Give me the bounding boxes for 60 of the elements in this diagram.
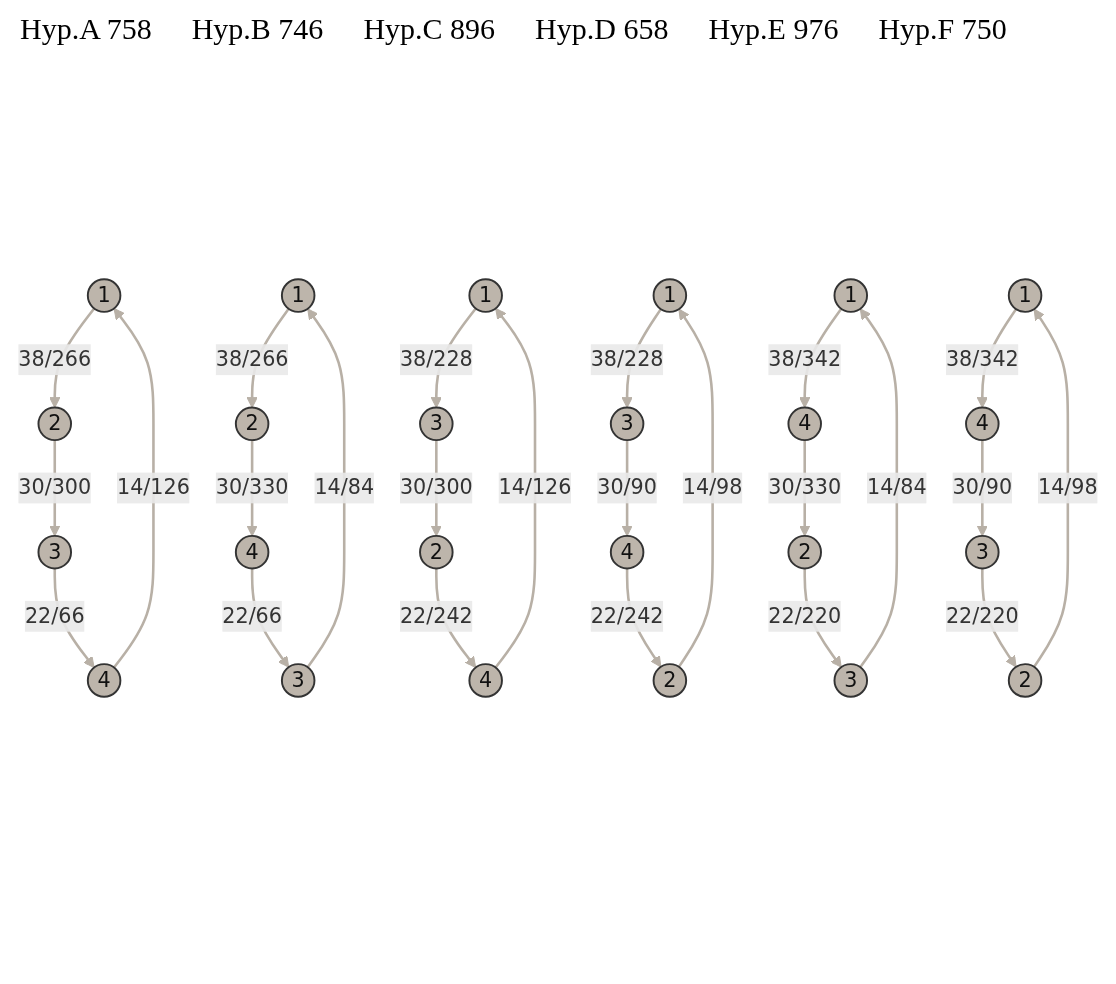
node-circle: 3: [419, 406, 454, 442]
node-circle: 4: [965, 406, 1000, 442]
node-circle: 1: [652, 278, 688, 313]
panel-label: Hyp.D 658: [535, 12, 669, 46]
panel-label: Hyp.B 746: [191, 12, 324, 46]
edge-label: 22/242: [399, 603, 473, 628]
panel-label: Hyp.A 758: [20, 12, 152, 46]
node-circle: 4: [234, 534, 270, 570]
edge-label: 14/98: [1038, 475, 1098, 500]
node-circle: 4: [787, 406, 822, 442]
arrow: [113, 307, 155, 669]
node-circle: 3: [609, 406, 645, 442]
edge-label: 38/342: [768, 346, 842, 372]
panel-label: Hyp.C 896: [363, 12, 496, 46]
edge-label: 14/126: [117, 475, 190, 500]
node-circle: 3: [280, 663, 316, 698]
edge-label: 38/266: [215, 346, 289, 372]
edge-label: 14/98: [682, 475, 743, 500]
node-circle: 2: [419, 534, 454, 570]
edge-label: 30/330: [768, 475, 842, 500]
node-circle: 2: [1007, 663, 1043, 698]
node-circle: 3: [833, 663, 868, 698]
arrow: [1033, 308, 1070, 668]
edge-label: 30/300: [18, 475, 92, 500]
node-circle: 4: [468, 663, 503, 698]
arrow: [677, 308, 714, 668]
edge-label: 38/228: [399, 346, 473, 372]
node-circle: 4: [86, 663, 122, 698]
edge-label: 38/228: [590, 346, 664, 372]
arrow: [494, 307, 537, 669]
edge-label: 22/66: [222, 603, 282, 628]
edge-label: 22/242: [590, 603, 664, 628]
node-circle: 1: [833, 278, 868, 313]
node-circle: 1: [1007, 278, 1043, 313]
panel-label: Hyp.E 976: [708, 12, 839, 46]
node-circle: 4: [609, 534, 645, 570]
edge-label: 22/220: [945, 603, 1019, 628]
edge-label: 22/220: [768, 603, 842, 628]
edge-label: 38/342: [945, 346, 1019, 372]
edge-label: 14/126: [498, 475, 572, 500]
panel-label: Hyp.F 750: [878, 12, 1007, 46]
node-circle: 3: [965, 534, 1000, 570]
node-circle: 2: [234, 406, 270, 442]
arrow: [306, 308, 346, 668]
node-circle: 2: [37, 406, 72, 442]
node-circle: 1: [468, 278, 503, 313]
edge-label: 38/266: [18, 346, 92, 372]
node-circle: 1: [280, 278, 316, 313]
node-circle: 2: [652, 663, 688, 698]
edge-label: 14/84: [314, 475, 375, 500]
edge-label: 30/90: [597, 475, 657, 500]
node-circle: 3: [37, 534, 72, 570]
edge-label: 30/330: [215, 475, 289, 500]
edge-label: 30/90: [952, 475, 1013, 500]
edge-label: 14/84: [866, 475, 927, 500]
node-circle: 1: [86, 278, 122, 313]
edge-label: 22/66: [24, 603, 85, 628]
edge-label: 30/300: [399, 475, 473, 500]
node-circle: 2: [787, 534, 822, 570]
arrow: [859, 308, 899, 668]
